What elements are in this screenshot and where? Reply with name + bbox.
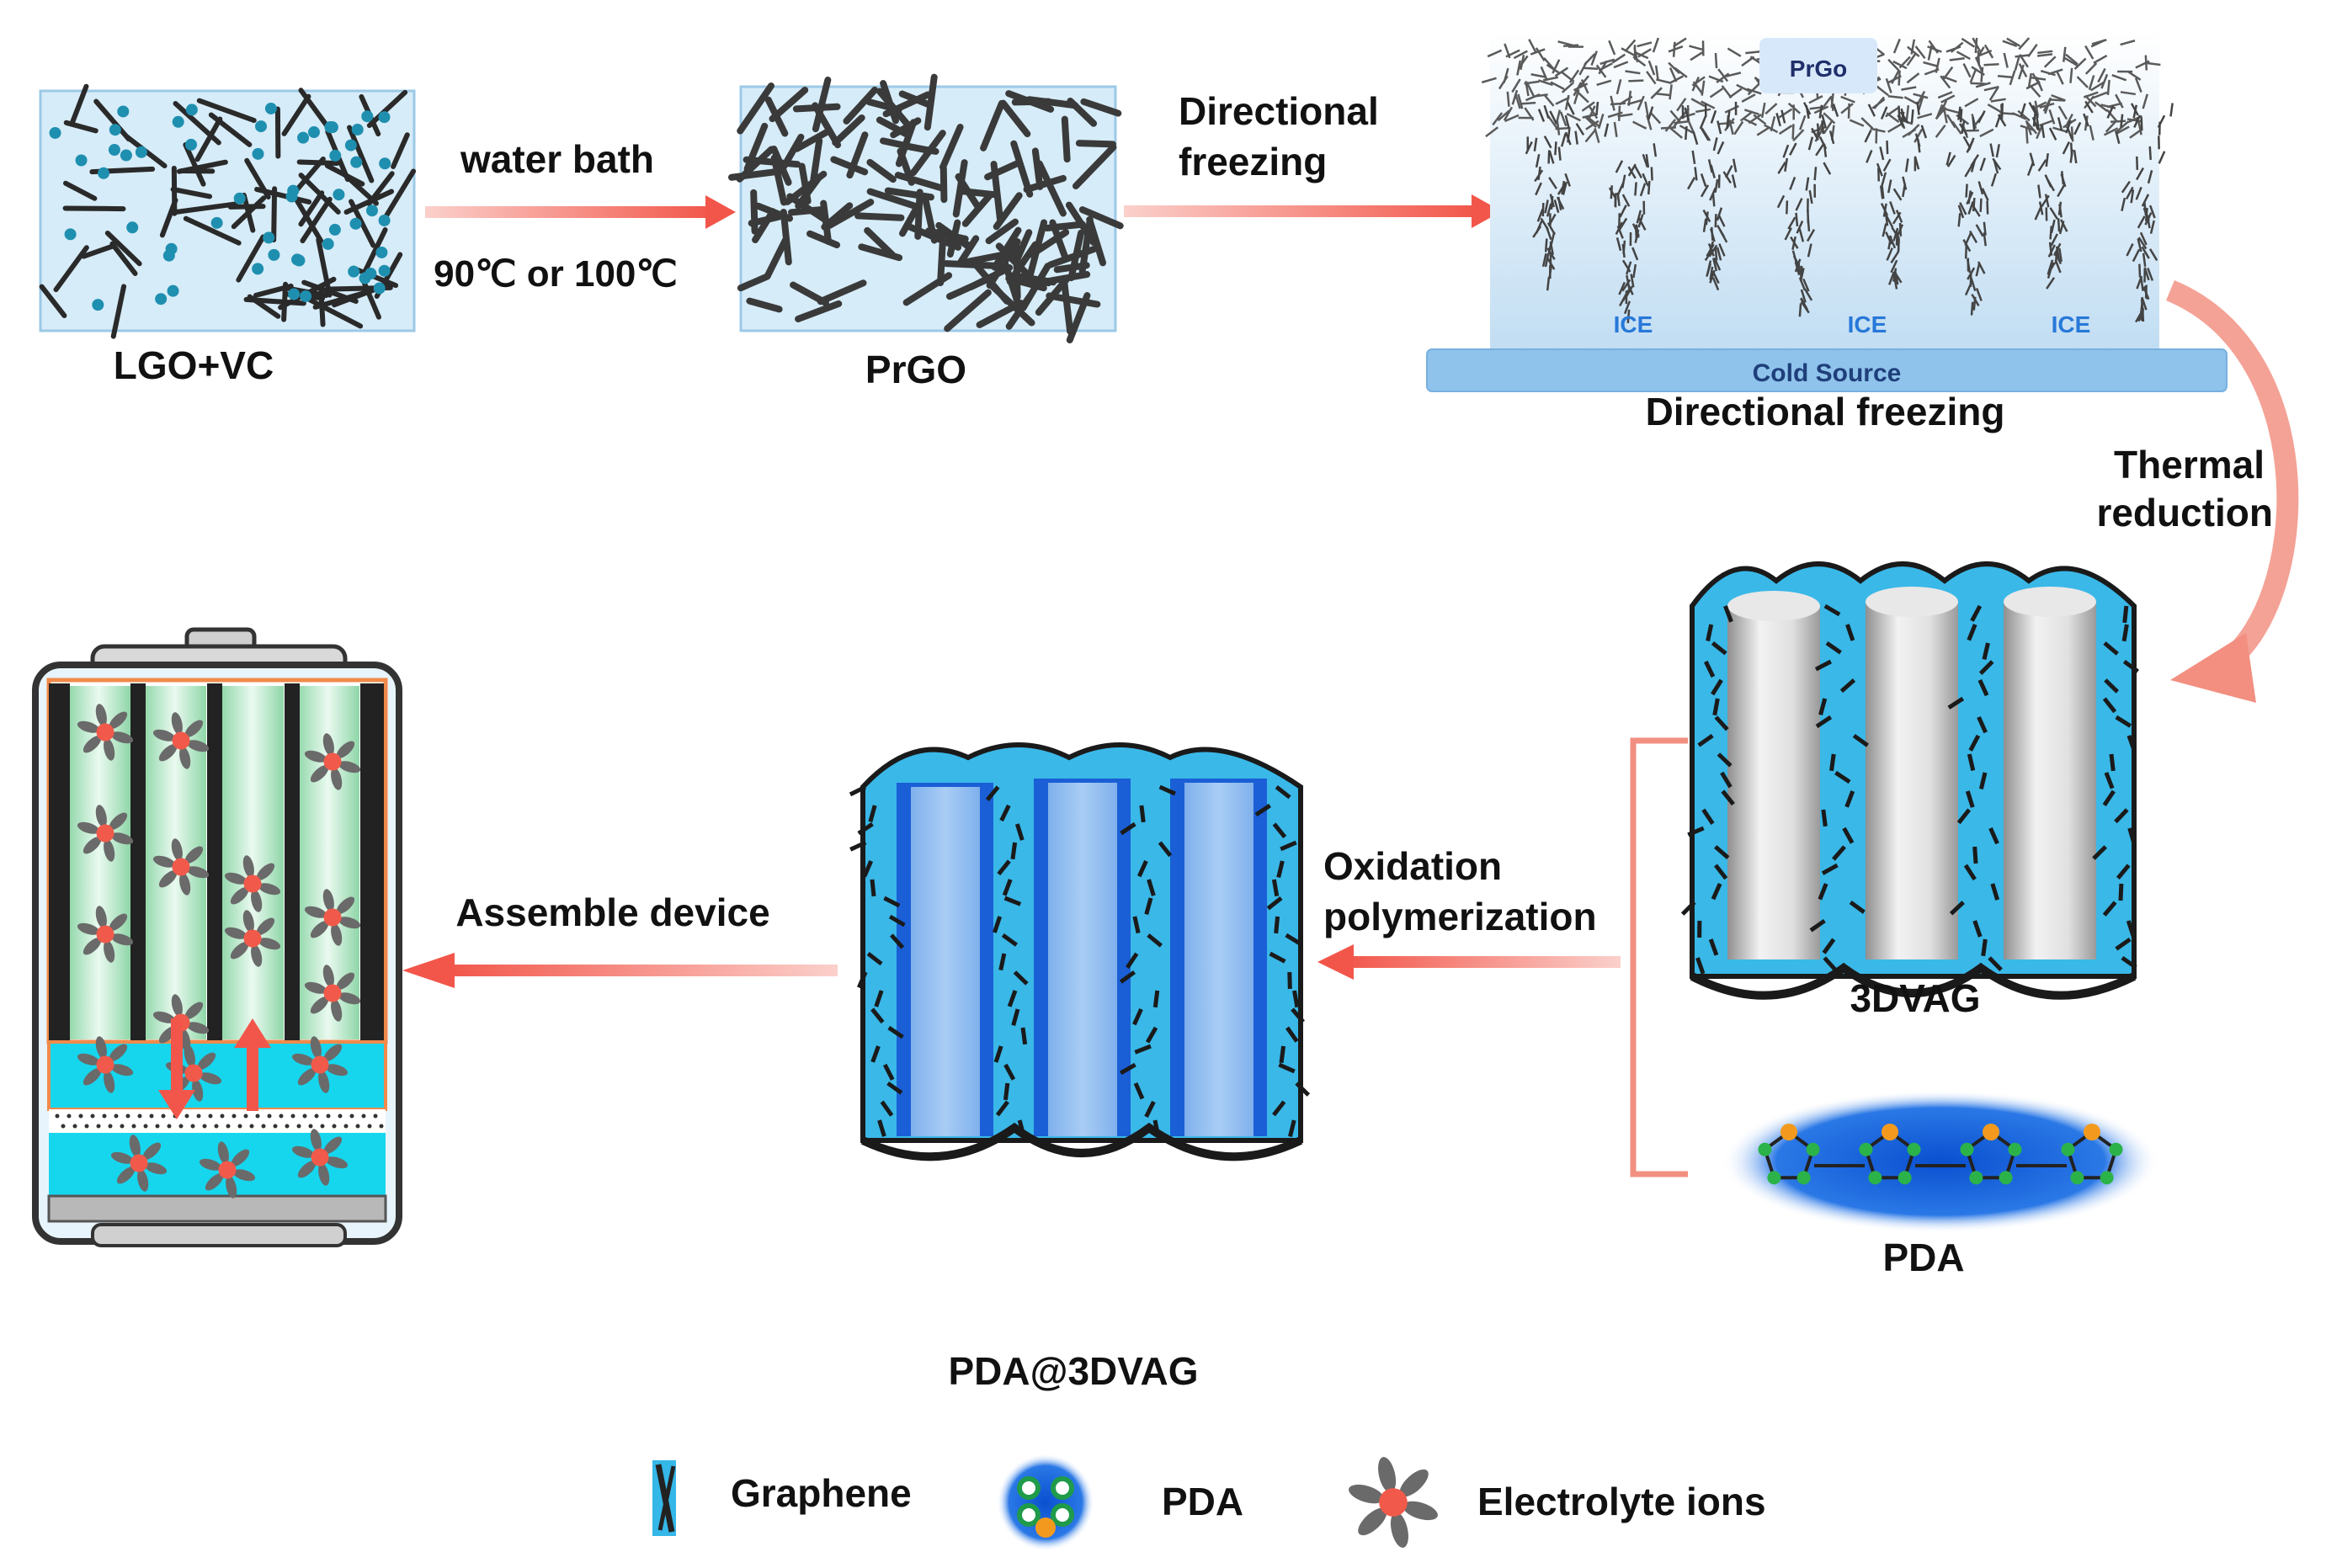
pda-structure: PDA — [1722, 1090, 2159, 1279]
thermal-arrow-curve — [2165, 279, 2299, 674]
device-bottom-collector — [47, 1194, 387, 1223]
thermal-label-line2: reduction — [2096, 491, 2273, 534]
3dvag-structure: 3DVAG — [1680, 561, 2140, 1020]
electrolyte-ion-icon — [1349, 1457, 1438, 1548]
pda-pore-1 — [911, 787, 980, 1136]
thermal-label-line1: Thermal — [2114, 443, 2265, 486]
directional-freezing-panel: PrGo ICE ICE ICE Cold Source Directional… — [1426, 32, 2228, 433]
legend-pda-label: PDA — [1162, 1480, 1243, 1523]
lgo-vc-label: LGO+VC — [114, 343, 274, 387]
legend-electrolyte-label: Electrolyte ions — [1477, 1480, 1766, 1523]
prgo-tag — [1759, 38, 1877, 93]
freezing-arrow-head — [1472, 194, 1502, 228]
pda-pore-3 — [1184, 783, 1253, 1136]
device-electrode-wall-3 — [207, 683, 222, 1041]
3dvag-pore-3 — [2004, 602, 2096, 959]
pda-3dvag-structure — [849, 742, 1311, 1161]
lgo-sheets — [39, 83, 417, 339]
pda-pore-2 — [1048, 783, 1117, 1136]
device-electrode-wall-5 — [360, 683, 384, 1041]
assemble-arrow-shaft — [446, 965, 838, 976]
legend: Graphene PDA Electrolyte ions — [652, 1454, 1766, 1551]
pda-label: PDA — [1882, 1236, 1964, 1279]
freezing-caption: Directional freezing — [1646, 390, 2005, 433]
water-bath-arrow-shaft — [425, 206, 711, 218]
thermal-arrow-head — [2170, 633, 2256, 703]
pda-chain — [1758, 1124, 2123, 1185]
3dvag-pore-1 — [1727, 606, 1820, 959]
device-separator — [49, 1109, 386, 1133]
assemble-step: Assemble device — [402, 890, 838, 988]
ice-label-1: ICE — [1614, 311, 1653, 338]
3dvag-graphene-flakes — [1680, 603, 2140, 975]
assemble-label: Assemble device — [455, 890, 769, 934]
ice-label-3: ICE — [2052, 311, 2091, 338]
ice-label-2: ICE — [1848, 311, 1887, 338]
pda-3dvag-label: PDA@3DVAG — [948, 1349, 1198, 1393]
vc-dots — [49, 102, 391, 311]
device-electrode-wall-2 — [130, 683, 146, 1041]
assemble-arrow-head — [402, 953, 455, 988]
graphene-icon — [652, 1460, 676, 1536]
freezing-step: Directional freezing — [1124, 89, 1502, 228]
pda-icon — [997, 1454, 1094, 1551]
oxidation-label-line1: Oxidation — [1323, 844, 1502, 888]
pda-3dvag-graphene-flakes — [849, 784, 1311, 1138]
water-bath-arrow-head — [705, 195, 736, 229]
legend-graphene-label: Graphene — [731, 1471, 912, 1515]
water-bath-step: water bath 90℃ or 100℃ — [425, 137, 736, 295]
water-bath-label: water bath — [460, 137, 654, 181]
oxidation-arrow-head — [1317, 944, 1354, 980]
freezing-label-line1: Directional — [1179, 89, 1379, 133]
3dvag-label: 3DVAG — [1850, 976, 1980, 1020]
cold-source-label: Cold Source — [1753, 359, 1902, 387]
thermal-reduction-step: Thermal reduction — [2096, 279, 2299, 703]
oxidation-step: Oxidation polymerization — [1317, 844, 1621, 980]
3dvag-pore-2 — [1866, 602, 1958, 959]
oxidation-label-line2: polymerization — [1323, 895, 1597, 938]
cold-source-plate — [1426, 348, 2228, 392]
separator-dots — [55, 1114, 384, 1129]
prgo-label: PrGO — [865, 348, 966, 391]
device-electrolyte-ions — [77, 704, 361, 1199]
device-electrode-wall-1 — [49, 683, 70, 1041]
lgo-vc-panel: LGO+VC — [39, 83, 417, 387]
oxidation-arrow-shaft — [1347, 956, 1621, 968]
freezing-arrow-shaft — [1124, 205, 1477, 217]
prgo-tag-label: PrGo — [1790, 56, 1847, 82]
freezing-label-line2: freezing — [1179, 140, 1327, 183]
reactant-bracket — [1630, 737, 1688, 1177]
prgo-panel: PrGO — [728, 73, 1124, 391]
temperature-label: 90℃ or 100℃ — [434, 253, 678, 295]
device-electrode-wall-4 — [285, 683, 300, 1041]
prgo-sheets — [728, 73, 1124, 343]
prgo-frozen-layer — [1481, 37, 2174, 323]
supercapacitor-device — [32, 627, 402, 1247]
